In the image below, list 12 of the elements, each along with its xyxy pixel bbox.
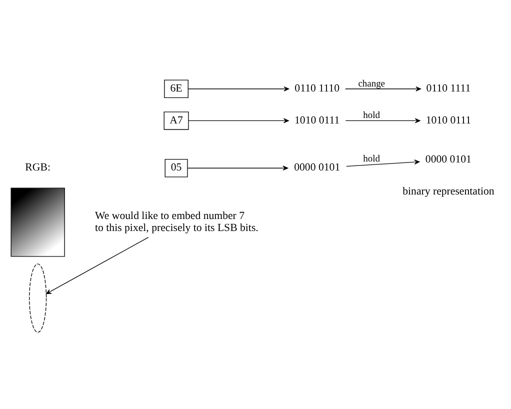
node-text: 0000 0101: [425, 154, 472, 166]
node-text: We would like to embed number 7 to this pixel, precisely to its LSB bits.: [95, 210, 258, 234]
node-text: 0000 0101: [294, 162, 340, 174]
label: RGB:: [25, 162, 50, 174]
node-text: 0110 1110: [294, 82, 340, 94]
label: binary representation: [402, 185, 494, 198]
node-text: 1010 0111: [426, 114, 472, 126]
edge-label: change: [358, 79, 386, 90]
edge-label: hold: [363, 111, 380, 122]
node-text: 0110 1111: [426, 82, 471, 94]
edge-label: hold: [363, 154, 380, 164]
node-text: 1010 0111: [294, 114, 340, 126]
